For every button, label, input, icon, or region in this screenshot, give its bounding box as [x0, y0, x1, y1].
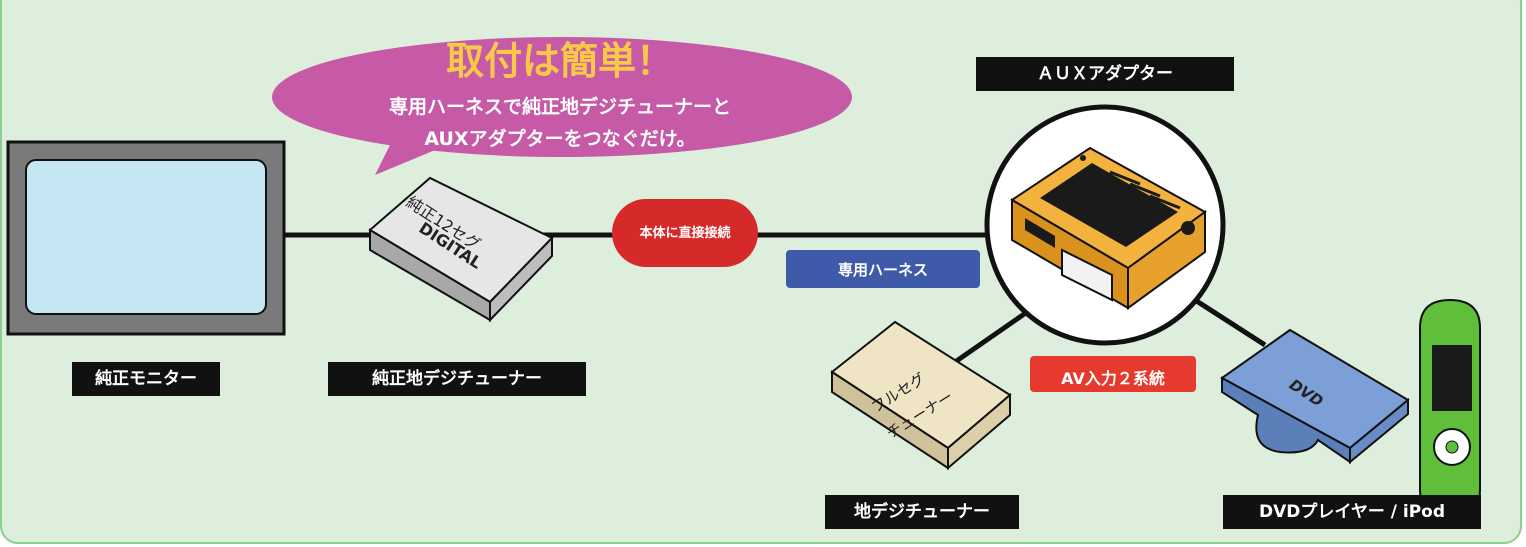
- bubble-line-1: 専用ハーネスで純正地デジチューナーと: [388, 96, 731, 118]
- harness-badge: 専用ハーネス: [837, 261, 928, 279]
- aux-adapter-label: ＡＵＸアダプター: [976, 57, 1234, 91]
- av-input-badge-shape: [1030, 356, 1196, 392]
- direct-connect-badge: 本体に直接接続: [639, 226, 731, 241]
- direct-connect-badge-shape: [612, 199, 758, 267]
- bubble-line-2: AUXアダプターをつなぐだけ。: [424, 128, 696, 150]
- speech-bubble-shape: [272, 37, 852, 157]
- fullseg-tuner-device: [830, 320, 1012, 471]
- harness-badge-shape: [786, 250, 980, 288]
- terrestrial-tuner-label: 地デジチューナー: [825, 495, 1019, 529]
- genuine-tuner-device: [368, 176, 554, 323]
- monitor-device: [6, 140, 286, 336]
- speech-bubble-tail: [375, 135, 440, 175]
- av-input-badge: AV入力２系統: [1061, 369, 1165, 388]
- dvd-ipod-label: DVDプレイヤー / iPod: [1223, 495, 1481, 529]
- genuine-tuner-label: 純正地デジチューナー: [328, 362, 586, 396]
- dvd-cable-line: [1193, 297, 1267, 348]
- tuner-cable-line: [953, 307, 1032, 365]
- dvd-player-device: [1220, 328, 1410, 465]
- ipod-device: [1419, 298, 1481, 522]
- aux-adapter-device: [1010, 146, 1207, 310]
- monitor-label: 純正モニター: [72, 362, 220, 396]
- bubble-title: 取付は簡単！: [445, 39, 674, 83]
